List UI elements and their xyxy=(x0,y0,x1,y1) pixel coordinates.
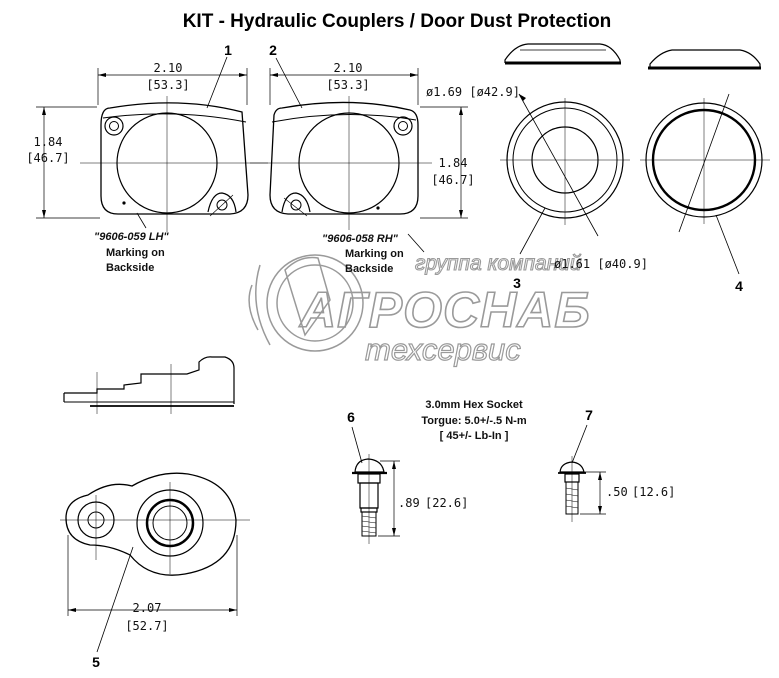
callout-3: 3 xyxy=(513,275,521,291)
part2-marking-line3: Backside xyxy=(345,263,393,275)
part2-height-in: 1.84 xyxy=(439,156,468,170)
watermark-line2: АГРОСНАБ xyxy=(298,282,591,338)
part6-len-in: .89 xyxy=(398,496,420,510)
watermark: группа компаний АГРОСНАБ техсервис xyxy=(248,251,591,368)
part-2-rh-plate xyxy=(250,57,468,253)
part1-width-mm: [53.3] xyxy=(146,78,189,92)
watermark-logo xyxy=(248,254,364,352)
part2-width-mm: [53.3] xyxy=(326,78,369,92)
callout-1: 1 xyxy=(224,42,232,58)
watermark-line3: техсервис xyxy=(365,332,521,367)
callout-2: 2 xyxy=(269,42,277,58)
part1-height-mm: [46.7] xyxy=(26,151,69,165)
callout-6: 6 xyxy=(347,409,355,425)
part1-marking-line2: Marking on xyxy=(106,247,165,259)
callout-4: 4 xyxy=(735,278,743,294)
part-7-screw xyxy=(558,424,606,522)
part5-width-mm: [52.7] xyxy=(125,619,168,633)
part2-height-mm: [46.7] xyxy=(431,173,474,187)
part2-marking: "9606-058 RH" xyxy=(322,233,399,245)
fastener-note-line2: Torgue: 5.0+/-.5 N-m xyxy=(421,415,526,427)
part7-len-mm: [12.6] xyxy=(632,485,675,499)
part5-width-in: 2.07 xyxy=(133,601,162,615)
part-6-bolt xyxy=(351,426,400,544)
callout-7: 7 xyxy=(585,407,593,423)
watermark-line1: группа компаний xyxy=(415,252,582,275)
part2-width-in: 2.10 xyxy=(334,61,363,75)
part1-height-in: 1.84 xyxy=(34,135,63,149)
part1-width-in: 2.10 xyxy=(154,61,183,75)
part3-dia-top: ø1.69 [ø42.9] xyxy=(426,85,520,99)
fastener-note-line3: [ 45+/- Lb-In ] xyxy=(440,430,509,442)
part-1-lh-plate xyxy=(36,56,268,232)
part1-marking: "9606-059 LH" xyxy=(94,231,169,243)
part-3-dust-cap xyxy=(500,43,630,255)
part-5-latch-plate xyxy=(60,356,250,653)
part1-marking-line3: Backside xyxy=(106,262,154,274)
part7-len-in: .50 xyxy=(606,485,628,499)
part-4-dust-cap xyxy=(640,49,770,275)
part3-dia-bottom: ø1.61 [ø40.9] xyxy=(554,257,648,271)
part6-len-mm: [22.6] xyxy=(425,496,468,510)
fastener-note-line1: 3.0mm Hex Socket xyxy=(425,399,523,411)
callout-5: 5 xyxy=(92,654,100,670)
part2-marking-line2: Marking on xyxy=(345,248,404,260)
page-title: KIT - Hydraulic Couplers / Door Dust Pro… xyxy=(183,11,612,32)
